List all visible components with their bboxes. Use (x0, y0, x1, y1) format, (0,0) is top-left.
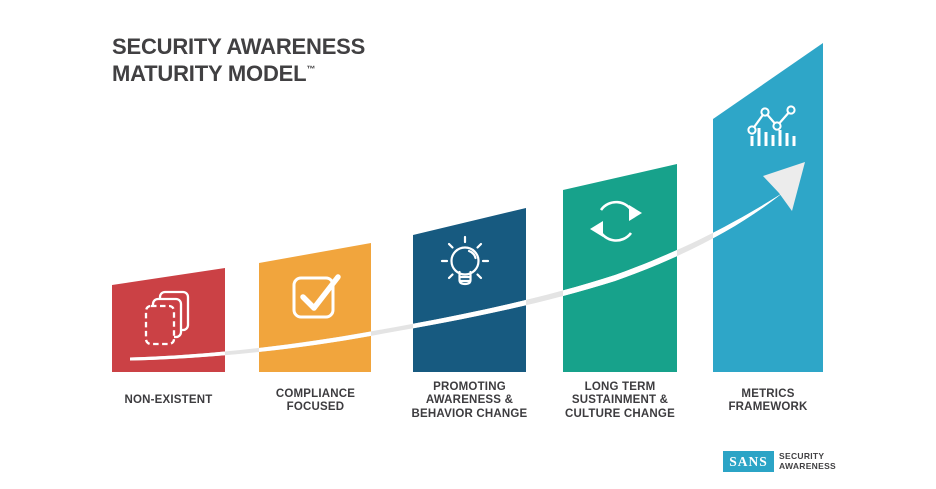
bar-promoting-awareness (413, 208, 526, 372)
stage-label-metrics-framework: METRICS FRAMEWORK (683, 379, 853, 423)
cycle-arrows-icon (590, 200, 642, 242)
stage-label-text: METRICS FRAMEWORK (728, 387, 808, 414)
checkbox-icon (292, 274, 341, 319)
trademark-symbol: ™ (306, 64, 316, 74)
stage-label-text: PROMOTING AWARENESS & BEHAVIOR CHANGE (411, 380, 528, 420)
sans-security-awareness-logo: SANS SECURITY AWARENESS (723, 451, 836, 472)
sans-wordmark: SANS (729, 453, 768, 469)
stage-label-promoting-awareness: PROMOTING AWARENESS & BEHAVIOR CHANGE (385, 379, 555, 423)
sans-logo-text: SECURITY AWARENESS (779, 451, 837, 471)
title-line-1: SECURITY AWARENESS (112, 34, 366, 59)
stage-label-compliance-focused: COMPLIANCE FOCUSED (231, 379, 401, 423)
sans-logo-box: SANS (723, 451, 774, 472)
metrics-chart-icon (747, 105, 796, 146)
stage-label-text: COMPLIANCE FOCUSED (275, 387, 356, 414)
stage-label-text: LONG TERM SUSTAINMENT & CULTURE CHANGE (565, 380, 675, 420)
stage-label-non-existent: NON-EXISTENT (84, 379, 254, 423)
title-line-2: MATURITY MODEL™ (112, 61, 316, 86)
lightbulb-icon (440, 235, 490, 286)
growth-arrow-head (763, 162, 805, 211)
stacked-pages-icon (144, 290, 190, 346)
stage-label-long-term-sustainment: LONG TERM SUSTAINMENT & CULTURE CHANGE (535, 379, 705, 423)
stage-label-text: NON-EXISTENT (124, 394, 213, 407)
bar-metrics-framework (713, 43, 823, 372)
page-title: SECURITY AWARENESS MATURITY MODEL™ (112, 33, 365, 87)
bar-long-term-sustainment (563, 164, 677, 372)
